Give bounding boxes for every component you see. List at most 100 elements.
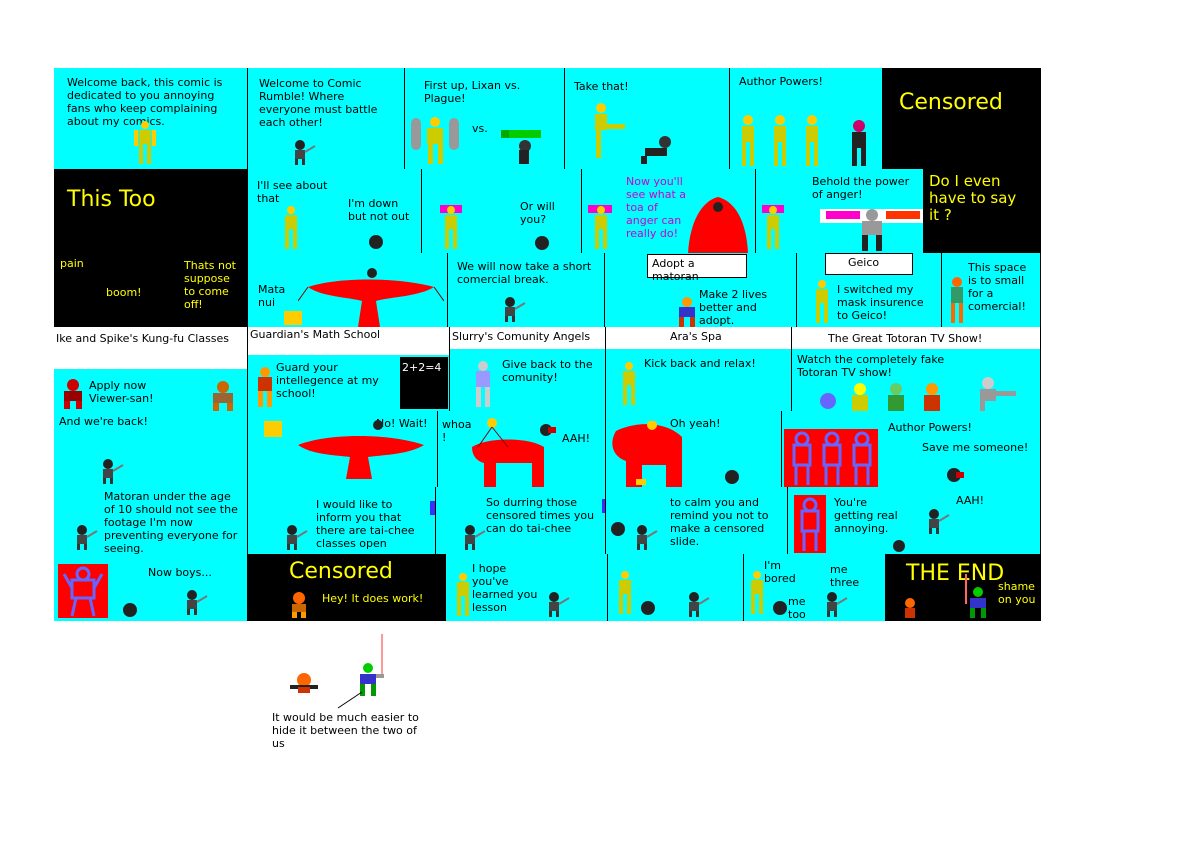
panel-math-school: Guardian's Math School Guard your intell… (248, 327, 450, 411)
red-anger-blob (688, 197, 748, 253)
censored-label: Censored (899, 90, 1003, 115)
caption: Now you'll see what a toa of anger can r… (626, 175, 687, 240)
chalkboard: 2+2=4 (400, 357, 448, 409)
toa-figure (744, 570, 770, 616)
panel-geico: Geico I switched my mask insurence to Ge… (797, 253, 942, 327)
ad-title: Geico (825, 253, 913, 275)
panel-author-powers-2: Author Powers! Save me someone! (782, 411, 1041, 487)
comic-row-7: Now boys... Censored Hey! It does work! … (54, 554, 1041, 621)
plague-figure (892, 539, 906, 553)
caption: Guard your intellegence at my school! (276, 361, 379, 400)
caption: Take that! (574, 80, 629, 93)
panel-comic-rumble: Welcome to Comic Rumble! Where everyone … (248, 68, 405, 169)
panel-this-too: This Too (54, 169, 248, 253)
panel-author-powers: Author Powers! (730, 68, 883, 169)
orange-matoran (290, 672, 318, 694)
panel-aras-spa: Ara's Spa Kick back and relax! (606, 327, 792, 411)
boom-label: boom! (106, 286, 142, 299)
caption: shame on you (998, 580, 1036, 606)
red-tree-blob (288, 417, 434, 482)
matoran-figure (634, 525, 658, 551)
toa-figure (616, 361, 642, 407)
green-toa-with-sword (354, 634, 390, 696)
panel-were-back: And we're back! (54, 411, 248, 487)
comic-row-6: Matoran under the age of 10 should not s… (54, 487, 1041, 554)
toa-trio (734, 114, 834, 168)
panel-kung-fu: Ike and Spike's Kung-fu Classes Apply no… (54, 327, 248, 411)
caption-author: Author Powers! (888, 421, 972, 434)
ad-title: Ike and Spike's Kung-fu Classes (56, 332, 230, 345)
matoran-figure (926, 509, 950, 535)
matoran-figure (292, 140, 316, 166)
caption-plague: I'm down but not out (348, 197, 410, 223)
matoran-figure (824, 592, 848, 618)
panel-the-end: THE END shame on you (886, 554, 1041, 621)
panel-boom: pain boom! Thats not suppose to come off… (54, 253, 248, 327)
plague-figure (534, 235, 550, 251)
caption-whoa: whoa ! (442, 418, 472, 444)
panel-whoa: whoa ! AAH! (438, 411, 606, 487)
ad-title: Slurry's Comunity Angels (452, 330, 591, 343)
panel-learned-lesson: I hope you've learned you lesson (446, 554, 608, 621)
red-cage (784, 429, 878, 487)
panel-during-censored: So durring those censored times you can … (436, 487, 606, 554)
toa-figure (612, 570, 638, 616)
panel-welcome-back: Welcome back, this comic is dedicated to… (54, 68, 248, 169)
small-toa (264, 421, 282, 437)
caption: Make 2 lives better and adopt. (699, 288, 768, 327)
caption-toa: I'm bored (764, 559, 796, 585)
plague-figure (946, 467, 964, 483)
comic-row-2: This Too I'll see about that I'm down bu… (54, 169, 1041, 253)
panel-no-wait: No! Wait! (248, 411, 438, 487)
caption: And we're back! (59, 415, 148, 428)
caption: Oh yeah! (670, 417, 721, 430)
dark-figure (848, 120, 870, 166)
comic-row-3: pain boom! Thats not suppose to come off… (54, 253, 1041, 327)
panel-mata-nui: Mata nui (248, 253, 448, 327)
panel-censored: Censored (883, 68, 1041, 169)
orange-figure (946, 277, 968, 325)
red-giant-blob (606, 420, 684, 487)
caption: We will now take a short comercial break… (457, 260, 592, 286)
ad-title: Adopt a matoran (647, 254, 747, 283)
matoran-figure (462, 525, 486, 551)
caption: Welcome back, this comic is dedicated to… (67, 76, 223, 128)
blue-sign (430, 501, 435, 515)
panel-now-boys: Now boys... (54, 554, 248, 621)
vs-label: vs. (472, 122, 488, 135)
caption: Matoran under the age of 10 should not s… (104, 490, 238, 554)
caption: Welcome to Comic Rumble! Where everyone … (259, 77, 378, 129)
plague-figure (772, 600, 788, 616)
matoran-figure (184, 590, 208, 616)
caption: This space is to small for a comercial! (968, 261, 1027, 313)
panel-tai-chee-classes: I would like to inform you that there ar… (248, 487, 436, 554)
panel-real-annoying: You're getting real annoying. AAH! (788, 487, 1041, 554)
panel-matoran-warning: Matoran under the age of 10 should not s… (54, 487, 248, 554)
matoran-pair (673, 297, 701, 327)
silver-figure (472, 361, 494, 409)
matoran-figure (546, 592, 570, 618)
caption-plague: Save me someone! (922, 441, 1029, 454)
red-figure (60, 379, 86, 409)
comic-row-4: Ike and Spike's Kung-fu Classes Apply no… (54, 327, 1041, 411)
caption: I hope you've learned you lesson (472, 562, 538, 614)
small-toa (284, 311, 302, 325)
toa-figure (588, 205, 618, 251)
brown-figure (208, 381, 238, 411)
matoran-figure (502, 297, 526, 323)
caption-toa: You're getting real annoying. (834, 496, 898, 535)
caption: Hey! It does work! (322, 592, 424, 605)
ad-title: Guardian's Math School (250, 328, 381, 341)
caption: So durring those censored times you can … (486, 496, 595, 535)
anger-toa-weapons (820, 207, 923, 251)
pain-label: pain (60, 257, 84, 270)
the-end-label: THE END (906, 561, 1005, 586)
red-tree-blob (297, 267, 445, 327)
caption: Author Powers! (739, 75, 823, 88)
this-too-label: This Too (67, 187, 156, 212)
guardian-figure (254, 367, 276, 407)
panel-do-i-even: Do I even have to say it ? (924, 169, 1041, 253)
plague-figure (640, 600, 656, 616)
caption-toa: I'll see about that (257, 179, 328, 205)
toa-figure (450, 572, 476, 618)
